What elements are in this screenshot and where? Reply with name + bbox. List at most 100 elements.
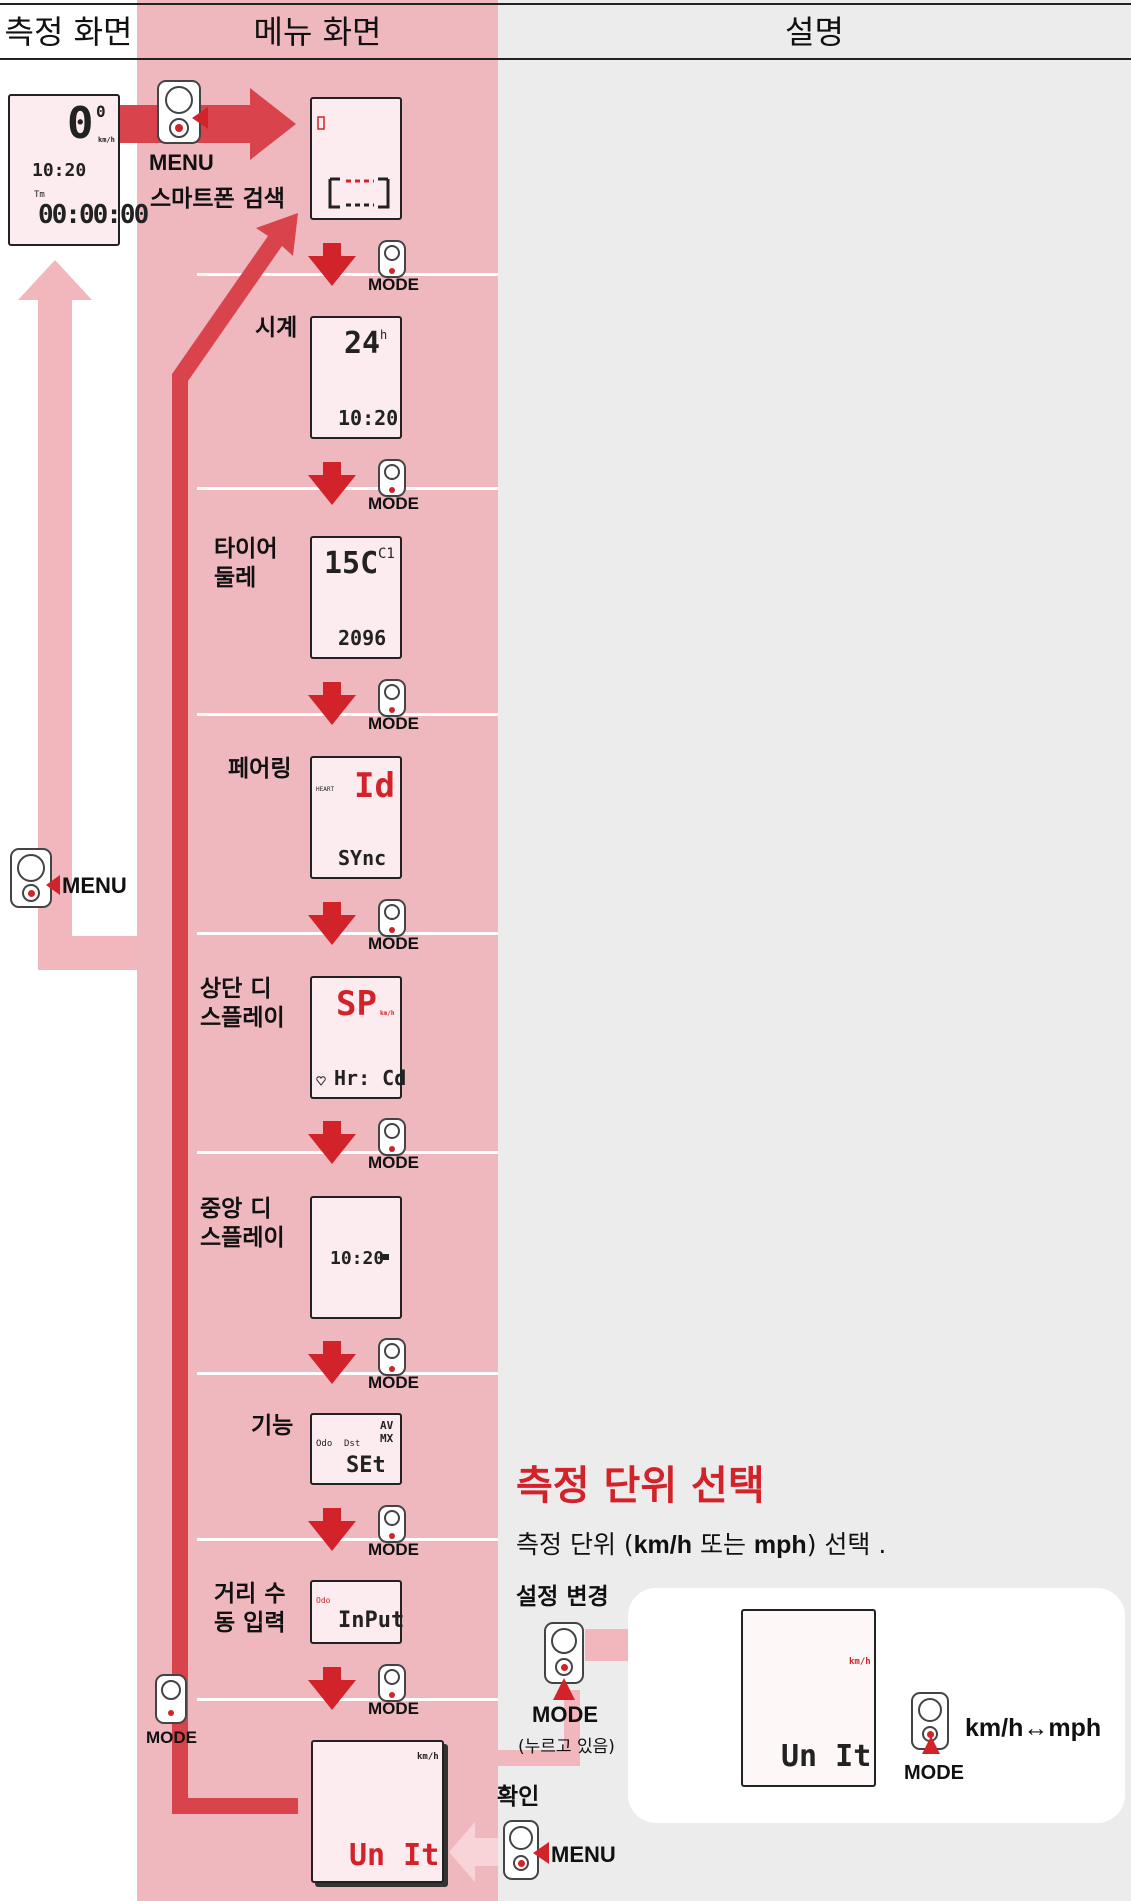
measure-lcd: 0 0 km/h 10:20 Tm 00:00:00 xyxy=(8,94,149,246)
header-description: 설명 xyxy=(785,13,844,51)
mode-button-label[interactable]: MODE xyxy=(368,1699,419,1718)
pairing-id-value: Id xyxy=(354,766,395,806)
description-body: 측정 단위 (km/h 또는 mph) 선택 . xyxy=(516,1525,886,1561)
down-arrow xyxy=(308,1121,356,1164)
step-divider xyxy=(197,1538,498,1541)
av-label: AV xyxy=(380,1419,394,1432)
step-label-function: 기능 xyxy=(251,1413,294,1439)
change-setting-label: 설정 변경 xyxy=(516,1584,609,1610)
tire-size-value: 15C xyxy=(324,546,379,581)
device-icon xyxy=(378,459,406,497)
upper-display-options: Hr: Cd xyxy=(334,1066,407,1090)
device-icon xyxy=(378,1505,406,1543)
step-label-smartphone: 스마트폰 검색 xyxy=(150,186,285,212)
clock-indicator-icon xyxy=(380,1254,389,1260)
distance-input-value: InPut xyxy=(338,1608,405,1633)
step-label-tire: 타이어 둘레 xyxy=(214,536,278,591)
step-label-pairing: 페어링 xyxy=(228,756,292,782)
down-arrow xyxy=(308,682,356,725)
down-arrow xyxy=(308,1508,356,1551)
step-divider xyxy=(197,932,498,935)
loop-arrow xyxy=(172,213,298,1814)
description-title: 측정 단위 선택 xyxy=(516,1463,765,1509)
tire-circumference-value: 2096 xyxy=(338,626,387,650)
description-body-prefix: 측정 단위 ( xyxy=(516,1530,634,1559)
confirm-label: 확인 xyxy=(497,1784,540,1810)
device-icon xyxy=(544,1622,584,1684)
step-label-upper-display: 상단 디 스플레이 xyxy=(200,976,285,1031)
confirm-arrow xyxy=(449,1822,498,1882)
function-set-value: SEt xyxy=(346,1453,386,1478)
tm-label: Tm xyxy=(34,190,45,200)
device-icon xyxy=(503,1820,539,1880)
mode-button-label[interactable]: MODE xyxy=(368,275,419,294)
device-icon xyxy=(378,679,406,717)
down-arrows xyxy=(308,243,356,1710)
speed-value: 0 xyxy=(67,98,94,149)
top-rule xyxy=(0,3,1131,5)
tire-code-value: C1 xyxy=(378,546,395,562)
press-indicator-icon xyxy=(553,1678,575,1700)
menu-button-label[interactable]: MENU xyxy=(62,873,127,898)
step-divider xyxy=(197,1151,498,1154)
press-indicator-icon xyxy=(533,1842,549,1864)
down-arrow xyxy=(308,462,356,505)
device-icon xyxy=(378,1118,406,1156)
clock-mode-value: 24 xyxy=(344,326,381,361)
step-lcd-upper-display: SP km/h Hr: Cd xyxy=(310,976,406,1099)
menu-button-label[interactable]: MENU xyxy=(149,150,214,175)
mode-button-label[interactable]: MODE xyxy=(368,1153,419,1172)
step-lcd-smartphone xyxy=(310,97,402,220)
step-lcd-middle-display: 10:20 xyxy=(310,1196,402,1319)
odo-label: Odo xyxy=(316,1596,331,1605)
step-lcd-pairing: Id HEART SYnc xyxy=(310,756,402,879)
mode-button-label[interactable]: MODE xyxy=(368,714,419,733)
upper-display-unit: km/h xyxy=(380,1010,395,1017)
unit-toggle-label: km/h↔mph xyxy=(965,1714,1102,1742)
unit-lcd: km/h Un It xyxy=(311,1740,444,1883)
step-label-distance-input: 거리 수 동 입력 xyxy=(214,1581,286,1636)
panel-unit-lcd: km/h Un It xyxy=(741,1609,876,1787)
hold-label: (누르고 있음) xyxy=(518,1737,615,1757)
step-lcd-clock: 24 h 10:20 xyxy=(310,316,402,439)
speed-unit: km/h xyxy=(98,136,115,144)
step-lcd-tire: 15C C1 2096 xyxy=(310,536,402,659)
description-body-kmh: km/h xyxy=(633,1531,693,1559)
description-body-mph: mph xyxy=(753,1531,807,1559)
unit-change-panel xyxy=(628,1588,1125,1823)
mode-button-label[interactable]: MODE xyxy=(904,1762,964,1784)
mode-button-label[interactable]: MODE xyxy=(368,934,419,953)
pairing-sync-value: SYnc xyxy=(338,846,387,870)
upper-display-value: SP xyxy=(336,984,377,1024)
unit-text: Un It xyxy=(349,1838,440,1873)
step-label-clock: 시계 xyxy=(255,315,298,341)
header-measure: 측정 화면 xyxy=(4,13,133,51)
mode-button-label[interactable]: MODE xyxy=(146,1728,197,1747)
odo-label: Odo xyxy=(316,1439,333,1449)
mode-button-label[interactable]: MODE xyxy=(532,1702,598,1727)
mode-button-label[interactable]: MODE xyxy=(368,1540,419,1559)
elapsed-value: 00:00:00 xyxy=(38,200,149,230)
panel-unit-value: km/h xyxy=(849,1657,871,1667)
description-body-suffix: ) 선택 . xyxy=(806,1530,887,1559)
header-rule xyxy=(0,58,1131,60)
step-divider xyxy=(197,1698,498,1701)
step-lcd-function: Odo Dst AV MX SEt xyxy=(310,1413,402,1485)
menu-button-label[interactable]: MENU xyxy=(551,1842,616,1867)
mode-button-label[interactable]: MODE xyxy=(368,494,419,513)
device-icon xyxy=(10,848,52,908)
unit-value: km/h xyxy=(417,1752,439,1762)
heart-icon xyxy=(316,1076,326,1086)
mode-button-label[interactable]: MODE xyxy=(368,1373,419,1392)
device-icon xyxy=(155,1674,187,1724)
description-body-or: 또는 xyxy=(692,1530,754,1559)
panel-unit-text: Un It xyxy=(781,1739,872,1774)
speed-decimal: 0 xyxy=(96,102,106,121)
down-arrow xyxy=(308,1341,356,1384)
dst-label: Dst xyxy=(344,1439,361,1449)
middle-display-value: 10:20 xyxy=(330,1248,385,1269)
step-divider xyxy=(197,713,498,716)
device-icon xyxy=(378,1664,406,1702)
step-lcd-distance-input: Odo InPut xyxy=(310,1580,405,1644)
return-arrow xyxy=(18,260,137,970)
